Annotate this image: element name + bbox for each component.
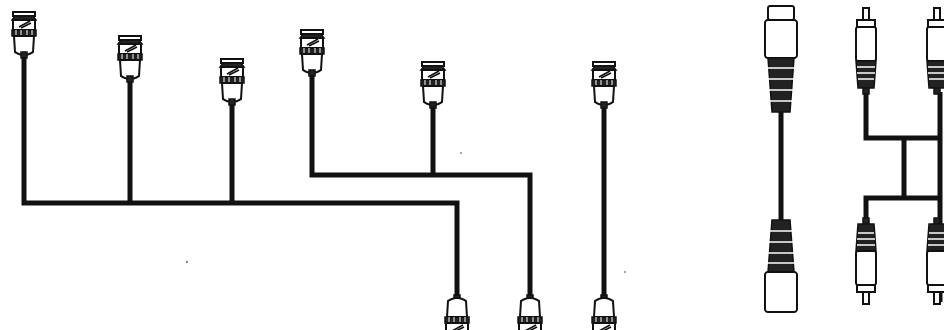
bnc-connector-icon <box>517 294 543 330</box>
bnc-connector-icon <box>299 29 325 77</box>
svideo-connector-icon <box>764 219 798 313</box>
scan-speck <box>185 260 189 264</box>
bnc-connector-icon <box>591 61 617 109</box>
rca-connector-icon <box>855 217 877 305</box>
scan-speck <box>624 271 626 273</box>
bnc-connector-icon <box>420 61 446 109</box>
bnc-connector-icon <box>591 294 617 330</box>
bnc-trunk-wire-b <box>309 75 533 300</box>
bnc-harness <box>11 11 617 330</box>
rca-connector-icon <box>855 7 877 95</box>
bnc-trunk-wire-a <box>21 58 460 300</box>
rca-connector-icon <box>926 217 944 305</box>
bnc-connector-icon <box>11 11 37 59</box>
rca-connector-icon <box>926 7 944 95</box>
bnc-connector-icon <box>444 294 470 330</box>
bnc-connector-icon <box>219 58 245 106</box>
svideo-connector-icon <box>764 5 798 113</box>
scan-speck <box>460 152 462 154</box>
svideo-rca-harness <box>764 5 944 313</box>
bnc-connector-icon <box>117 35 143 83</box>
